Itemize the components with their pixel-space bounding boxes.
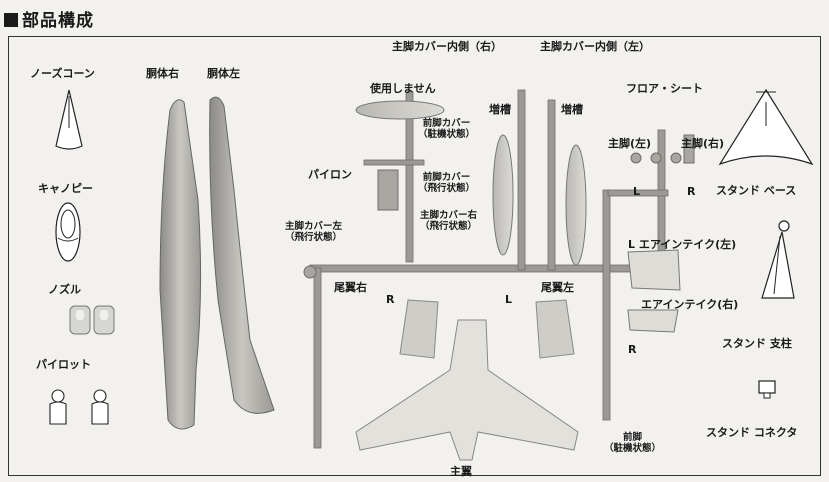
label-stand-pole: スタンド 支柱 — [722, 337, 792, 350]
label-main-gear-cover-right-flight: 主脚カバー右 （飛行状態） — [420, 210, 478, 232]
parts-frame — [8, 36, 821, 476]
label-air-intake-left: L エアインテイク(左) — [628, 238, 737, 251]
mark-L-gear: L — [633, 185, 640, 198]
stand-pole-drawing — [761, 220, 795, 299]
label-floor-seat: フロア・シート — [626, 82, 703, 95]
sprue-photo: L R R L R — [159, 89, 696, 461]
label-stand-base: スタンド ベース — [716, 184, 797, 197]
label-main-gear-right: 主脚(右) — [681, 137, 725, 150]
heading-text: 部品構成 — [22, 11, 94, 31]
label-main-gear-cover-left-flight: 主脚カバー左 （飛行状態） — [285, 221, 343, 243]
label-canopy: キャノピー — [38, 182, 93, 195]
label-air-intake-right: エアインテイク(右) — [641, 298, 739, 311]
label-drop-tank-1: 増槽 — [489, 103, 511, 116]
label-main-gear-cover-inner-left: 主脚カバー内側（左） — [540, 40, 650, 53]
pilot-drawing — [49, 389, 109, 425]
label-front-gear-cover-parked: 前脚カバー （駐機状態） — [418, 118, 476, 140]
label-stand-connector: スタンド コネクタ — [706, 426, 798, 439]
mark-R-gear: R — [687, 185, 696, 198]
label-tail-right: 尾翼右 — [334, 281, 367, 294]
label-front-gear-cover-flight: 前脚カバー （飛行状態） — [418, 172, 476, 194]
label-unused: 使用しません — [370, 82, 436, 95]
stand-connector-drawing — [758, 380, 776, 399]
label-fuselage-right: 胴体右 — [146, 67, 179, 80]
label-front-gear-parked: 前脚 （駐機状態） — [604, 432, 662, 454]
label-fuselage-left: 胴体左 — [207, 67, 240, 80]
heading-square-icon — [4, 13, 18, 27]
section-heading: 部品構成 — [4, 6, 94, 31]
mark-R-tail: R — [386, 293, 395, 306]
label-main-gear-cover-inner-right: 主脚カバー内側（右） — [392, 40, 502, 53]
stand-base-drawing — [718, 88, 814, 166]
label-main-gear-left: 主脚(左) — [608, 137, 652, 150]
label-pylon: パイロン — [308, 168, 352, 181]
label-tail-left: 尾翼左 — [541, 281, 574, 294]
label-pilot: パイロット — [36, 358, 91, 371]
label-nozzle: ノズル — [48, 283, 81, 296]
mark-R-intake: R — [628, 343, 637, 356]
label-main-wing: 主翼 — [450, 465, 472, 478]
label-nose-cone: ノーズコーン — [30, 67, 95, 80]
mark-L-tail: L — [505, 293, 512, 306]
nozzle-drawing — [69, 305, 115, 335]
nose-cone-drawing — [55, 89, 83, 150]
label-drop-tank-2: 増槽 — [561, 103, 583, 116]
canopy-drawing — [55, 202, 81, 262]
